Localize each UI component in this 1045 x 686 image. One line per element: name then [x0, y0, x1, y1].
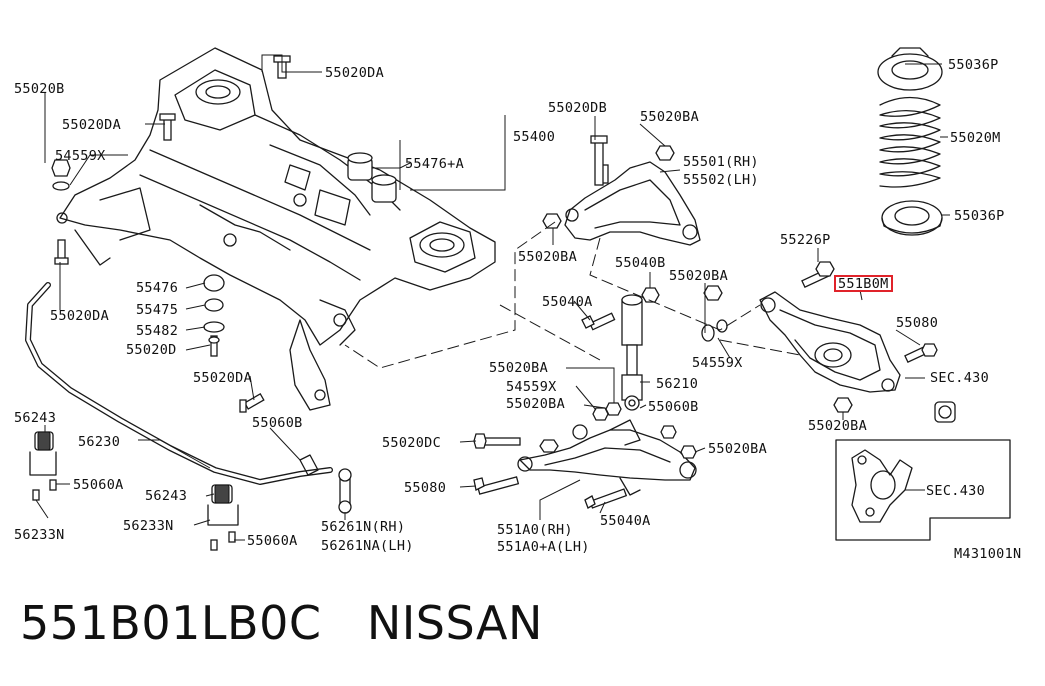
label-55020da-lower[interactable]: 55020DA — [193, 370, 252, 386]
bolt-55226p[interactable] — [801, 261, 835, 288]
label-55060b-bar[interactable]: 55060B — [252, 415, 303, 431]
label-55400[interactable]: 55400 — [513, 129, 555, 145]
part-number-caption: 551B01LB0C NISSAN — [20, 596, 543, 650]
label-55475[interactable]: 55475 — [136, 302, 178, 318]
label-56243-right[interactable]: 56243 — [145, 488, 187, 504]
bolt-55020da-left[interactable] — [159, 113, 176, 141]
label-55040a-lower[interactable]: 55040A — [600, 513, 651, 529]
label-56230[interactable]: 56230 — [78, 434, 120, 450]
subframe-55400[interactable] — [56, 47, 496, 411]
label-551a0a-lh[interactable]: 551A0+A(LH) — [497, 539, 590, 555]
label-55502-lh[interactable]: 55502(LH) — [683, 172, 759, 188]
label-55482[interactable]: 55482 — [136, 323, 178, 339]
washer-54559x-left[interactable] — [52, 181, 70, 191]
bolt-55020da-lower[interactable] — [239, 393, 265, 413]
label-55080-right[interactable]: 55080 — [896, 315, 938, 331]
label-56233n-left[interactable]: 56233N — [14, 527, 65, 543]
bolt-55020dc[interactable] — [473, 433, 521, 449]
label-sec430-right[interactable]: SEC.430 — [930, 370, 989, 386]
label-55020da-top[interactable]: 55020DA — [325, 65, 384, 81]
label-55040b-upper[interactable]: 55040B — [615, 255, 666, 271]
label-56210[interactable]: 56210 — [656, 376, 698, 392]
nut-55020ba-upper[interactable] — [655, 145, 675, 161]
bolt-55080-lower[interactable] — [473, 476, 520, 495]
label-55020ba-upper[interactable]: 55020BA — [640, 109, 699, 125]
label-55020da-left[interactable]: 55020DA — [62, 117, 121, 133]
label-55080-lower[interactable]: 55080 — [404, 480, 446, 496]
label-54559x-left[interactable]: 54559X — [55, 148, 106, 164]
bolt-55020da-lower-left[interactable] — [54, 239, 69, 265]
spring-seat-55036p-lower[interactable] — [881, 200, 943, 236]
label-55020ba-shock-lower[interactable]: 55020BA — [506, 396, 565, 412]
label-551a0-rh[interactable]: 551A0(RH) — [497, 522, 573, 538]
label-55020da-bottom-left[interactable]: 55020DA — [50, 308, 109, 324]
label-55040a-shock[interactable]: 55040A — [542, 294, 593, 310]
connector-lines — [344, 221, 801, 369]
lower-arm-551b0[interactable] — [759, 291, 901, 393]
label-55036p-upper[interactable]: 55036P — [948, 57, 999, 73]
label-56261na-lh[interactable]: 56261NA(LH) — [321, 538, 414, 554]
label-56243-left[interactable]: 56243 — [14, 410, 56, 426]
bushing-sec430[interactable] — [934, 401, 956, 423]
label-55036p-lower[interactable]: 55036P — [954, 208, 1005, 224]
nut-55020ba-mid[interactable] — [542, 213, 562, 229]
label-55020b[interactable]: 55020B — [14, 81, 65, 97]
part-labels: 55020DA 55020B 55020DA 54559X 55400 5547… — [14, 57, 1021, 562]
label-55501-rh[interactable]: 55501(RH) — [683, 154, 759, 170]
bolt-55040a-shock[interactable] — [581, 312, 616, 331]
nut-55020b[interactable] — [51, 159, 71, 177]
bushing-stack-55476[interactable] — [203, 274, 225, 357]
label-55020ba-lower-arm[interactable]: 55020BA — [708, 441, 767, 457]
label-54559x-lower[interactable]: 54559X — [506, 379, 557, 395]
bolt-55040a-lower[interactable] — [584, 488, 628, 509]
bolt-55020db[interactable] — [590, 135, 608, 186]
label-55060a-left[interactable]: 55060A — [73, 477, 124, 493]
bushing-56243-left[interactable] — [34, 431, 54, 451]
label-55020ba-lower-right[interactable]: 55020BA — [808, 418, 867, 434]
label-55060b-shock[interactable]: 55060B — [648, 399, 699, 415]
nut-55020ba-right[interactable] — [703, 285, 723, 301]
label-56233n-right[interactable]: 56233N — [123, 518, 174, 534]
label-diagram-id: M431001N — [954, 546, 1021, 562]
nut-55020ba-lower-right[interactable] — [833, 397, 853, 413]
label-55060a-right[interactable]: 55060A — [247, 533, 298, 549]
spring-seat-55036p-upper[interactable] — [877, 47, 943, 91]
stabilizer-bar-56230[interactable] — [25, 282, 333, 485]
label-55020m[interactable]: 55020M — [950, 130, 1001, 146]
lower-arm-551a0[interactable] — [517, 419, 697, 496]
label-55476[interactable]: 55476 — [136, 280, 178, 296]
leader-lines — [35, 54, 950, 541]
label-55020ba-shock-upper[interactable]: 55020BA — [489, 360, 548, 376]
coil-spring-55020m[interactable] — [879, 96, 941, 188]
label-55020db[interactable]: 55020DB — [548, 100, 607, 116]
clamp-56233n-right[interactable] — [207, 504, 239, 551]
bushing-55476a[interactable] — [347, 152, 397, 203]
label-sec430-inset[interactable]: SEC.430 — [926, 483, 985, 499]
label-55226p[interactable]: 55226P — [780, 232, 831, 248]
bolt-55080-right[interactable] — [904, 343, 938, 363]
nut-55040b-shock[interactable] — [641, 287, 660, 303]
upper-arm-55501[interactable] — [564, 161, 701, 246]
label-55020dc[interactable]: 55020DC — [382, 435, 441, 451]
label-56261n-rh[interactable]: 56261N(RH) — [321, 519, 405, 535]
label-551b0m[interactable]: 551B0M — [838, 276, 889, 292]
shock-absorber-56210[interactable] — [621, 294, 643, 411]
bushing-56243-right[interactable] — [211, 484, 233, 504]
label-55020ba-mid[interactable]: 55020BA — [518, 249, 577, 265]
highlight-box-551b0 — [834, 275, 893, 292]
label-55020ba-right[interactable]: 55020BA — [669, 268, 728, 284]
label-55476a[interactable]: 55476+A — [405, 156, 464, 172]
stabilizer-link-56261n[interactable] — [299, 454, 352, 514]
parts-diagram: 55020DA 55020B 55020DA 54559X 55400 5547… — [14, 47, 1021, 562]
washer-54559x-right[interactable] — [701, 319, 728, 342]
clamp-56233n-left[interactable] — [29, 451, 57, 501]
label-54559x-right[interactable]: 54559X — [692, 355, 743, 371]
label-55020d[interactable]: 55020D — [126, 342, 177, 358]
